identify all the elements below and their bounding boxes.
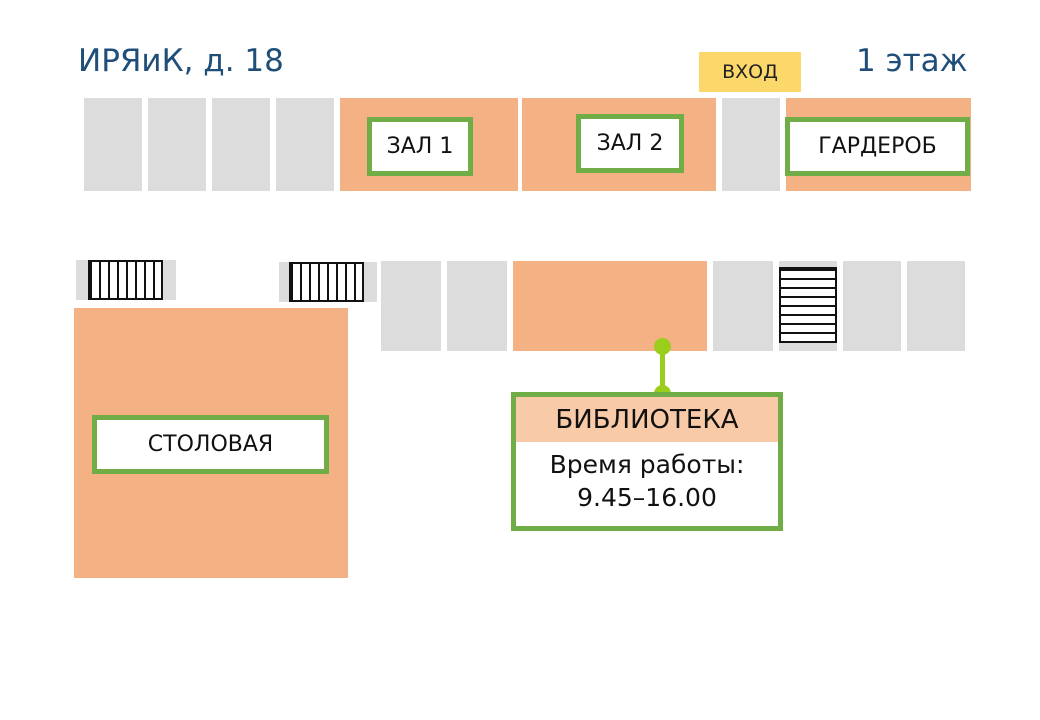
floor-title: 1 этаж bbox=[856, 43, 968, 79]
hall-divider bbox=[518, 100, 521, 190]
building-title: ИРЯиК, д. 18 bbox=[78, 43, 284, 79]
library-callout[interactable]: БИБЛИОТЕКА Время работы: 9.45–16.00 bbox=[511, 392, 783, 531]
entrance-corridor[interactable] bbox=[722, 98, 780, 191]
room-bottom-3[interactable] bbox=[713, 261, 773, 351]
room-bottom-1[interactable] bbox=[381, 261, 441, 351]
room-bottom-4[interactable] bbox=[843, 261, 901, 351]
hall-2-label[interactable]: ЗАЛ 2 bbox=[576, 114, 684, 173]
wardrobe-label[interactable]: ГАРДЕРОБ bbox=[785, 117, 970, 176]
entrance-badge[interactable]: ВХОД bbox=[699, 52, 801, 92]
room-top-4[interactable] bbox=[276, 98, 334, 191]
library-hours-value: 9.45–16.00 bbox=[577, 482, 717, 512]
library-connector-dot-top bbox=[654, 338, 671, 355]
room-top-1[interactable] bbox=[84, 98, 142, 191]
library-label: БИБЛИОТЕКА bbox=[516, 397, 778, 442]
library-hours-label: Время работы: bbox=[549, 450, 745, 479]
stairs-icon bbox=[289, 262, 364, 302]
stairs-icon bbox=[779, 267, 837, 343]
library-hours: Время работы: 9.45–16.00 bbox=[516, 442, 778, 514]
library-room[interactable] bbox=[513, 261, 707, 351]
room-top-3[interactable] bbox=[212, 98, 270, 191]
library-connector-line bbox=[660, 346, 665, 392]
canteen-label[interactable]: СТОЛОВАЯ bbox=[92, 415, 329, 474]
room-bottom-5[interactable] bbox=[907, 261, 965, 351]
room-bottom-2[interactable] bbox=[447, 261, 507, 351]
stairs-icon bbox=[88, 260, 163, 300]
hall-1-label[interactable]: ЗАЛ 1 bbox=[367, 117, 473, 176]
room-top-2[interactable] bbox=[148, 98, 206, 191]
